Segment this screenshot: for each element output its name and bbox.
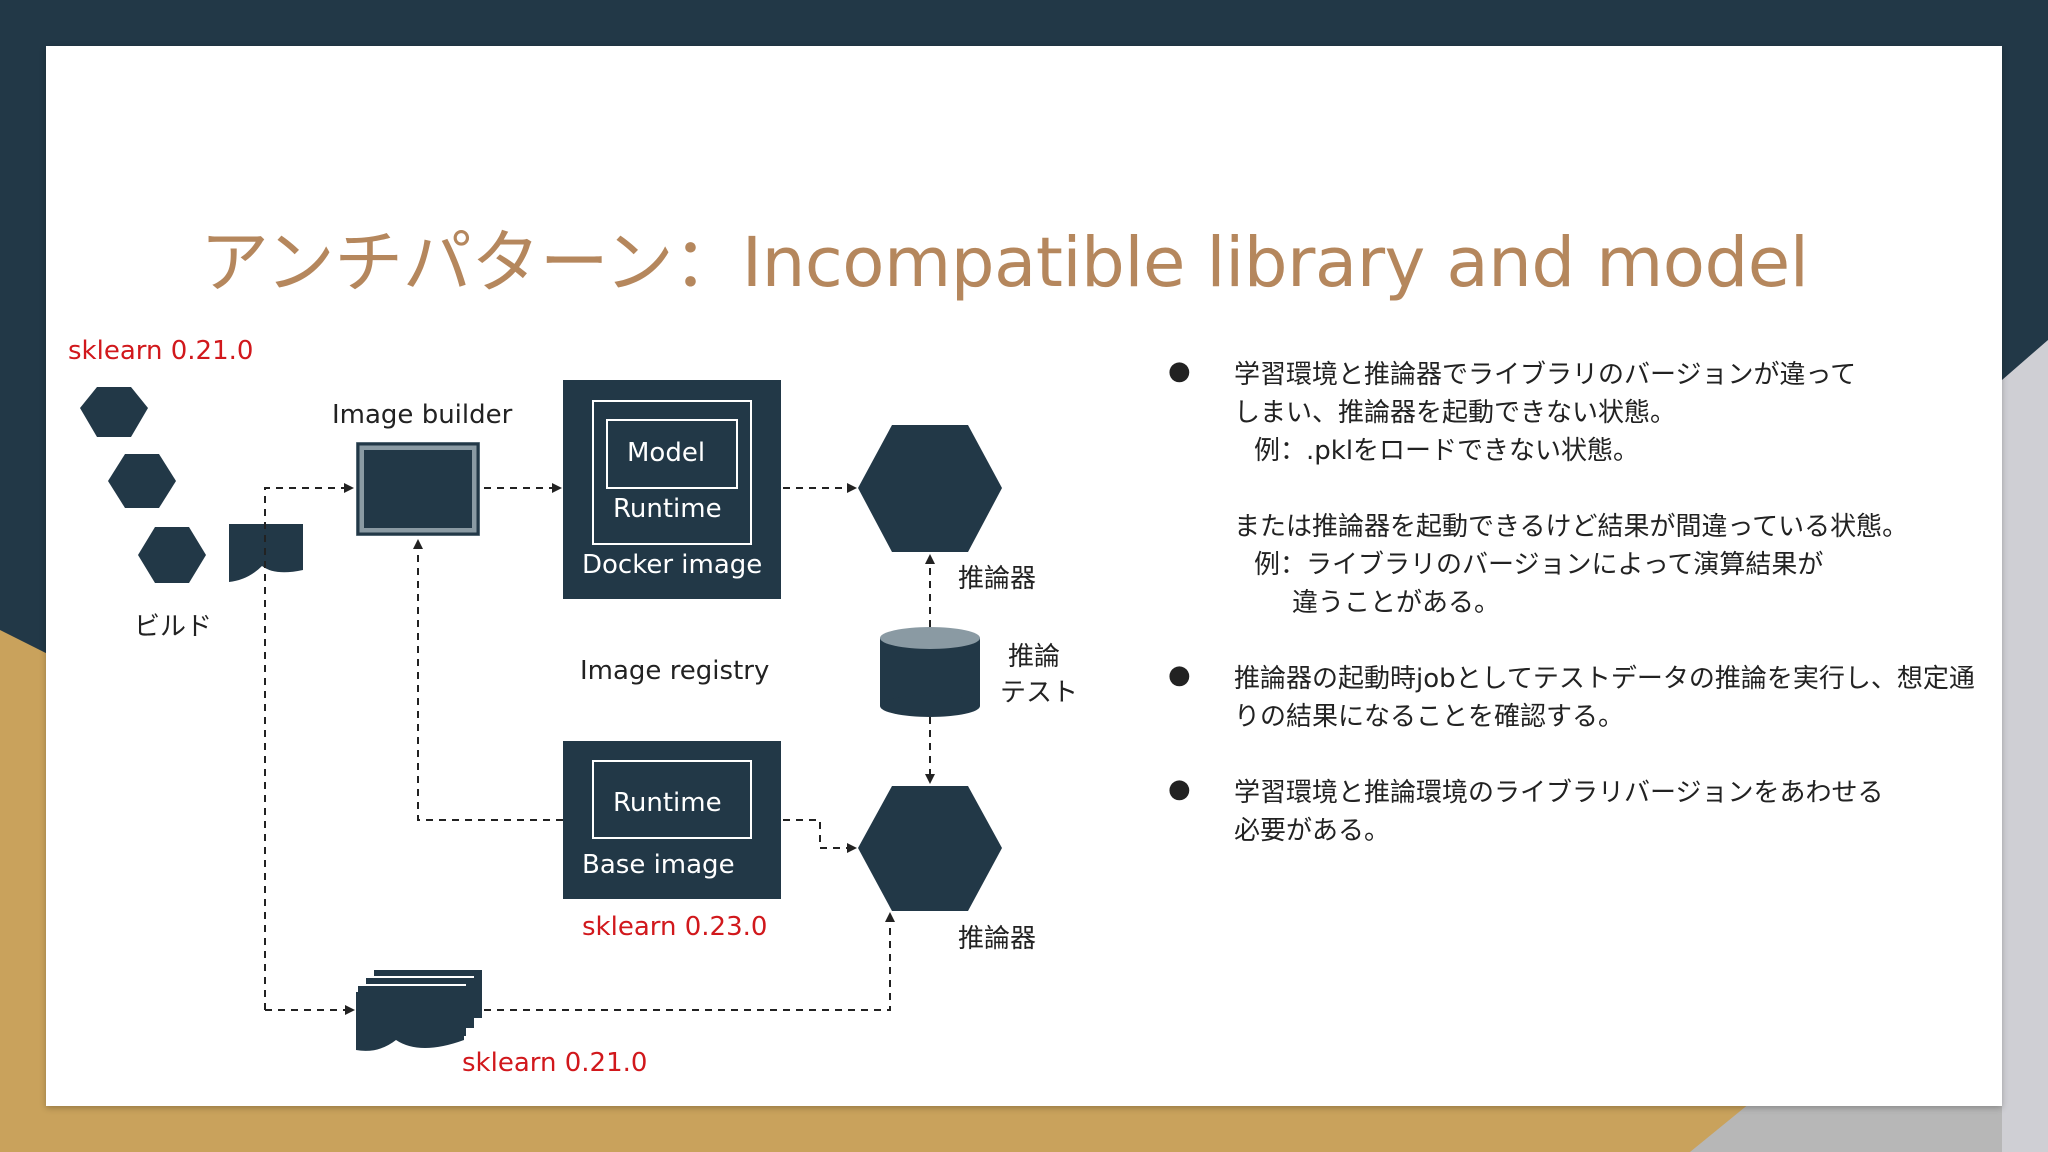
bullet-line: しまい、推論器を起動できない状態。	[1234, 398, 1677, 428]
bullet-line: 学習環境と推論器でライブラリのバージョンが違って	[1234, 360, 1857, 390]
inference-bottom-label: 推論器	[958, 924, 1037, 954]
base-image-label: Base image	[582, 850, 735, 880]
hexagon-2	[108, 454, 176, 508]
bullet-item: ● 学習環境と推論器でライブラリのバージョンが違って しまい、推論器を起動できな…	[1168, 356, 2008, 622]
bullet-line: 例：.pklをロードできない状態。	[1254, 436, 1640, 466]
sklearn-version-base-label: sklearn 0.23.0	[582, 912, 768, 942]
image-registry-label: Image registry	[580, 656, 770, 686]
inference-test-label-1: 推論	[1008, 642, 1061, 672]
bullet-gap	[1234, 470, 2008, 508]
bullet-line: 必要がある。	[1234, 816, 1391, 846]
bullet-item: ● 学習環境と推論環境のライブラリバージョンをあわせる 必要がある。	[1168, 774, 2008, 850]
slide-title: アンチパターン：Incompatible library and model	[200, 223, 1809, 303]
test-database-icon	[880, 627, 980, 717]
bullet-item: ● 推論器の起動時jobとしてテストデータの推論を実行し、想定通 りの結果になる…	[1168, 660, 2008, 736]
bullet-line: りの結果になることを確認する。	[1234, 702, 1625, 732]
bullet-line: 学習環境と推論環境のライブラリバージョンをあわせる	[1234, 778, 1884, 808]
sklearn-version-top-label: sklearn 0.21.0	[68, 336, 254, 366]
model-label: Model	[627, 438, 706, 468]
inference-test-label-2: テスト	[1000, 678, 1079, 708]
bullet-dot: ●	[1168, 356, 1191, 386]
bullet-dot: ●	[1168, 774, 1191, 804]
base-image-box	[563, 741, 781, 899]
hexagon-3	[138, 527, 206, 583]
inference-top-label: 推論器	[958, 564, 1037, 594]
docker-runtime-label: Runtime	[613, 494, 722, 524]
build-label: ビルド	[134, 612, 213, 642]
bullet-line: または推論器を起動できるけど結果が間違っている状態。	[1234, 512, 1909, 542]
bullet-line: 例：ライブラリのバージョンによって演算結果が	[1254, 550, 1824, 580]
bullet-line: 違うことがある。	[1292, 588, 1501, 618]
base-runtime-label: Runtime	[613, 788, 722, 818]
hexagon-1	[80, 387, 148, 437]
bullet-list: ● 学習環境と推論器でライブラリのバージョンが違って しまい、推論器を起動できな…	[1168, 356, 2008, 888]
sklearn-version-bottom-label: sklearn 0.21.0	[462, 1048, 648, 1078]
slide	[46, 46, 2002, 1106]
inference-hexagon-bottom	[858, 786, 1002, 911]
image-builder-label: Image builder	[332, 400, 513, 430]
docker-image-box	[563, 380, 781, 599]
model-files-icon	[356, 970, 482, 1051]
docker-image-label: Docker image	[582, 550, 763, 580]
image-builder-icon	[356, 442, 480, 536]
inference-hexagon-top	[858, 425, 1002, 552]
bullet-dot: ●	[1168, 660, 1191, 690]
bullet-line: 推論器の起動時jobとしてテストデータの推論を実行し、想定通	[1234, 664, 1975, 694]
